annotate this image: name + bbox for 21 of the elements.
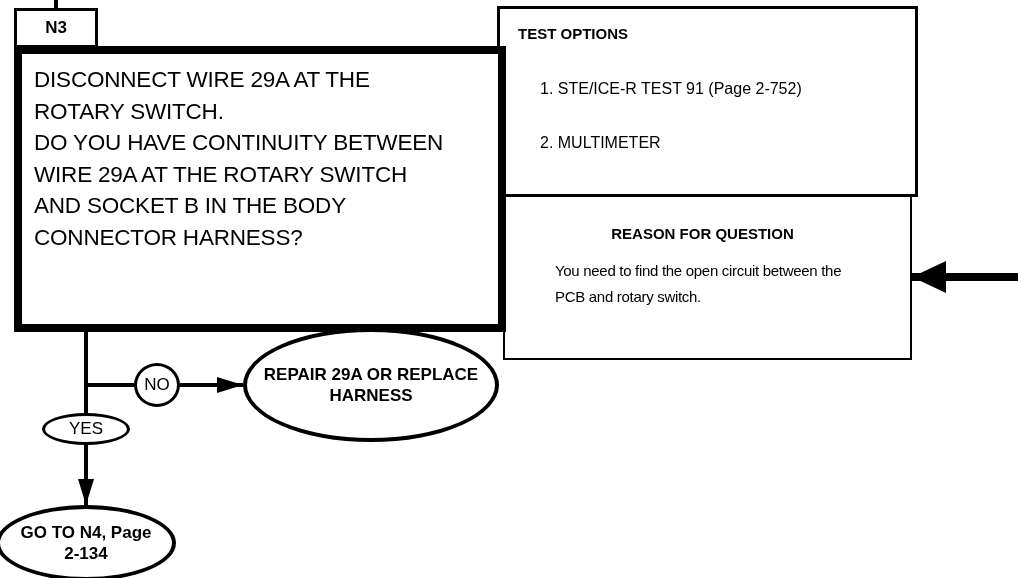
- panel-heading: TEST OPTIONS: [518, 25, 629, 42]
- reason-panel: [503, 195, 912, 360]
- step-label: N3: [45, 18, 67, 38]
- branch-circle: [134, 363, 180, 407]
- panel-heading: REASON FOR QUESTION: [610, 225, 795, 242]
- connector-line: [54, 0, 58, 8]
- option-item: 1. STE/ICE-R TEST 91 (Page 2-752): [540, 80, 803, 98]
- arrow: [912, 261, 1018, 293]
- arrow: [78, 445, 94, 505]
- terminal-text: REPAIR 29A OR REPLACE HARNESS: [263, 363, 479, 407]
- step-tab: [14, 8, 98, 48]
- branch-label: NO: [144, 374, 170, 396]
- option-item: 2. MULTIMETER: [540, 134, 662, 152]
- question-text: DISCONNECT WIRE 29A AT THE ROTARY SWITCH.: [34, 66, 371, 126]
- question-text: DO YOU HAVE CONTINUITY BETWEEN WIRE 29A AT THE ROTARY SWITCH AND SOCKET B IN THE BODY CONNECTOR HARNESS?: [34, 129, 445, 252]
- question-box: [14, 46, 506, 332]
- arrow: [180, 377, 243, 393]
- reason-text: You need to find the open circuit between the PCB and rotary switch.: [555, 261, 843, 307]
- options-panel: [497, 6, 918, 197]
- branch-label: YES: [69, 418, 103, 440]
- terminal-text: GO TO N4, Page 2-134: [19, 521, 153, 565]
